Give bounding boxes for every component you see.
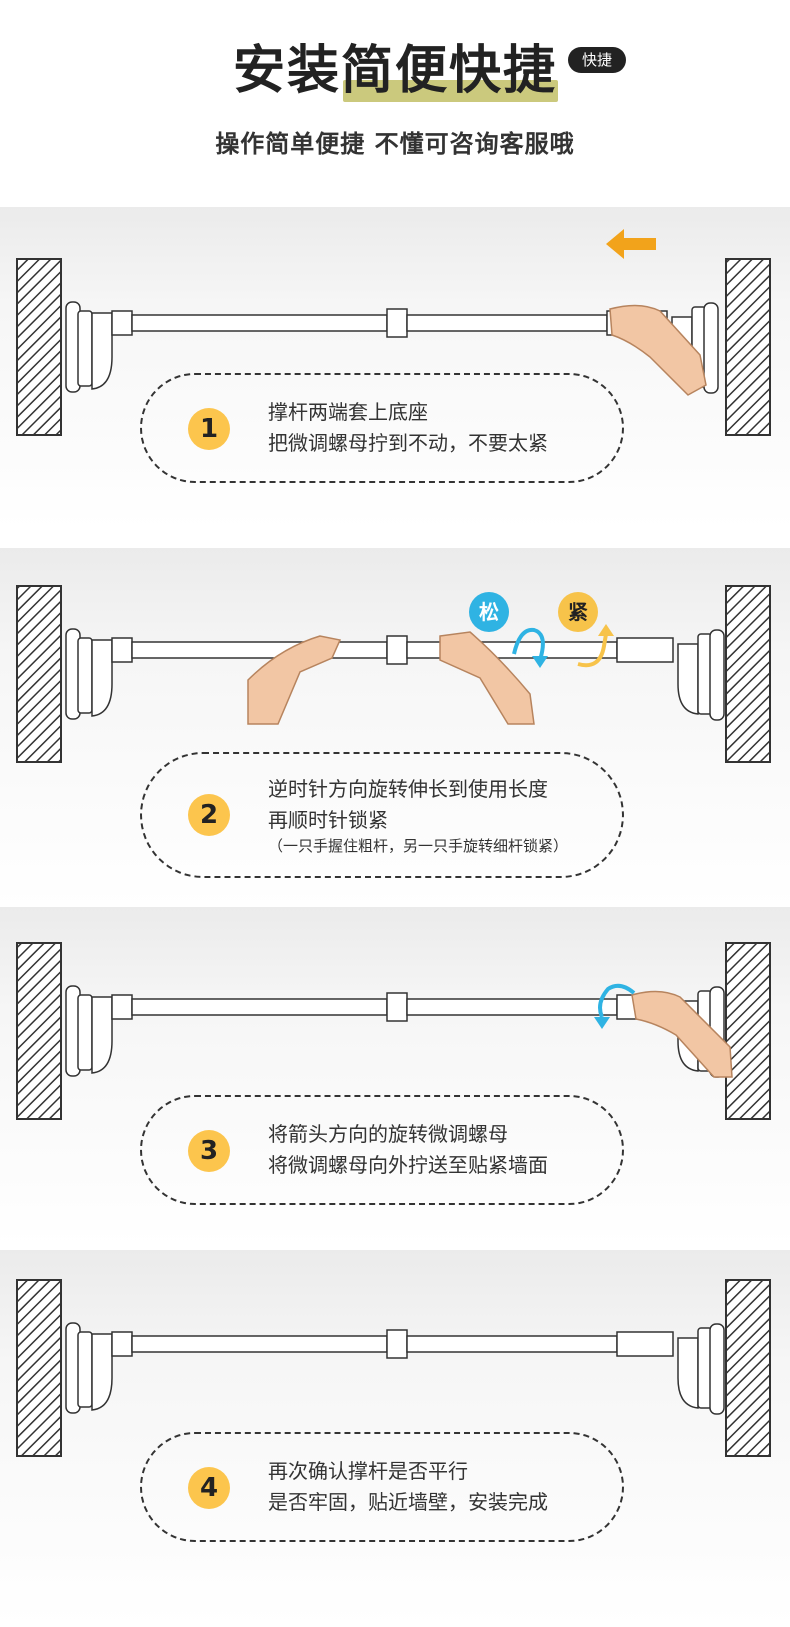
rod <box>131 308 668 338</box>
step-4-illustration <box>16 1279 771 1457</box>
title-highlight-text: 简便快捷 <box>341 41 558 101</box>
left-arrow-icon <box>606 229 656 259</box>
step-1-instructions: 1 撑杆两端套上底座 把微调螺母拧到不动，不要太紧 <box>140 373 624 483</box>
step-1-illustration <box>16 229 771 436</box>
step-text-line: 逆时针方向旋转伸长到使用长度 <box>268 777 548 801</box>
step-2: 松 紧 2 逆时针方向旋转伸长到使用长度 再顺时针锁紧 （一只手握住粗杆，另一只… <box>0 548 790 908</box>
step-text-line: 将微调螺母向外拧送至贴紧墙面 <box>268 1153 548 1177</box>
tighten-label: 紧 <box>568 600 588 624</box>
left-wall <box>16 942 62 1120</box>
left-base <box>65 985 133 1077</box>
step-number: 4 <box>188 1467 230 1509</box>
loosen-label: 松 <box>479 600 499 624</box>
step-4: 4 再次确认撑杆是否平行 是否牢固，贴近墙壁，安装完成 <box>0 1250 790 1627</box>
step-text-line: 将箭头方向的旋转微调螺母 <box>268 1122 508 1146</box>
page-subtitle: 操作简单便捷 不懂可咨询客服哦 <box>215 130 575 158</box>
left-wall <box>16 585 62 763</box>
step-3-illustration <box>16 942 771 1120</box>
tighten-rotate-icon <box>558 592 614 668</box>
right-base <box>677 629 725 721</box>
step-text-line: 再次确认撑杆是否平行 <box>268 1459 468 1483</box>
step-number: 1 <box>188 408 230 450</box>
left-wall <box>16 258 62 436</box>
left-hand-icon <box>247 635 342 725</box>
rotate-arrow-icon <box>594 983 636 1029</box>
left-base <box>65 628 133 720</box>
left-wall <box>16 1279 62 1457</box>
step-2-instructions: 2 逆时针方向旋转伸长到使用长度 再顺时针锁紧 （一只手握住粗杆，另一只手旋转细… <box>140 752 624 878</box>
step-text-line: 再顺时针锁紧 <box>268 808 388 832</box>
step-2-illustration <box>16 585 771 763</box>
header: 安装简便快捷 快捷 操作简单便捷 不懂可咨询客服哦 <box>0 0 790 210</box>
hand-icon <box>609 304 707 396</box>
page-title: 安装简便快捷 <box>232 40 558 102</box>
right-wall <box>725 942 771 1120</box>
left-base <box>65 1322 133 1414</box>
right-wall <box>725 258 771 436</box>
step-text-line: 撑杆两端套上底座 <box>268 400 428 424</box>
title-highlight <box>342 80 558 102</box>
quick-badge: 快捷 <box>568 47 627 73</box>
right-hand-icon <box>439 631 535 725</box>
loosen-rotate-icon <box>469 592 548 668</box>
step-4-instructions: 4 再次确认撑杆是否平行 是否牢固，贴近墙壁，安装完成 <box>140 1432 624 1542</box>
title-plain: 安装 <box>232 41 341 101</box>
hand-icon <box>631 990 733 1078</box>
step-number: 3 <box>188 1130 230 1172</box>
step-1: 1 撑杆两端套上底座 把微调螺母拧到不动，不要太紧 <box>0 207 790 530</box>
rod <box>131 992 674 1022</box>
step-3: 3 将箭头方向的旋转微调螺母 将微调螺母向外拧送至贴紧墙面 <box>0 907 790 1247</box>
right-base <box>677 1323 725 1415</box>
step-text-line: 把微调螺母拧到不动，不要太紧 <box>268 431 548 455</box>
left-base <box>65 301 133 393</box>
step-3-instructions: 3 将箭头方向的旋转微调螺母 将微调螺母向外拧送至贴紧墙面 <box>140 1095 624 1205</box>
right-wall <box>725 1279 771 1457</box>
rod <box>131 1329 674 1359</box>
right-wall <box>725 585 771 763</box>
rod <box>131 635 674 665</box>
step-note: （一只手握住粗杆，另一只手旋转细杆锁紧） <box>268 837 569 855</box>
step-number: 2 <box>188 794 230 836</box>
step-text-line: 是否牢固，贴近墙壁，安装完成 <box>268 1490 548 1514</box>
